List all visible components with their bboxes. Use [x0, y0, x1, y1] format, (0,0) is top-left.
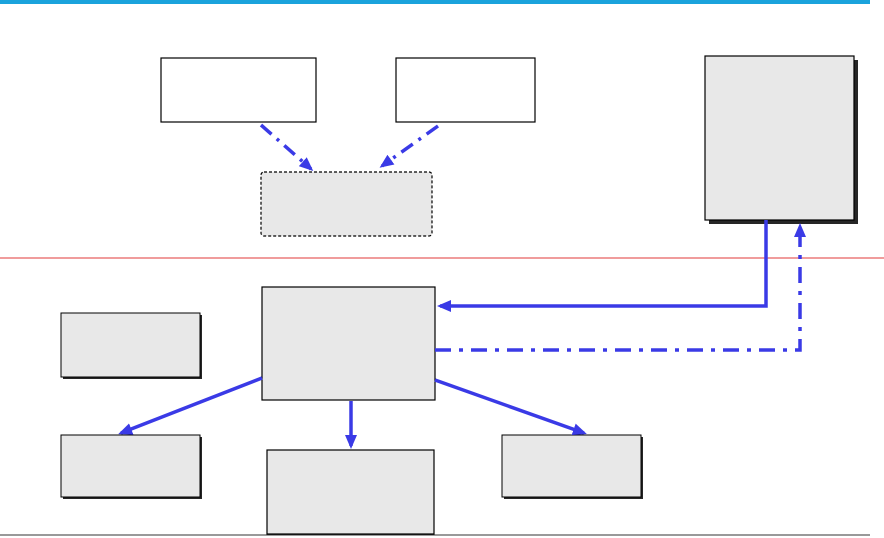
- box-central-hub: [261, 286, 436, 401]
- box-left-isolated: [60, 312, 202, 379]
- box-bottom-center: [266, 449, 435, 535]
- connector-hub-to-bottom-right: [434, 378, 587, 435]
- connector-hub-to-right-tall: [435, 223, 806, 352]
- connector-top-middle-to-merged: [379, 124, 440, 168]
- top-rule: [0, 0, 870, 4]
- box-top-left: [160, 57, 317, 123]
- box-merged-dashed: [260, 171, 433, 237]
- box-right-tall: [704, 55, 858, 224]
- connector-right-tall-to-hub: [437, 220, 768, 312]
- box-bottom-right: [501, 434, 643, 499]
- connector-hub-to-bottom-left: [118, 376, 263, 435]
- box-bottom-left: [60, 434, 202, 499]
- box-top-middle: [395, 57, 536, 123]
- connector-top-left-to-merged: [259, 123, 314, 171]
